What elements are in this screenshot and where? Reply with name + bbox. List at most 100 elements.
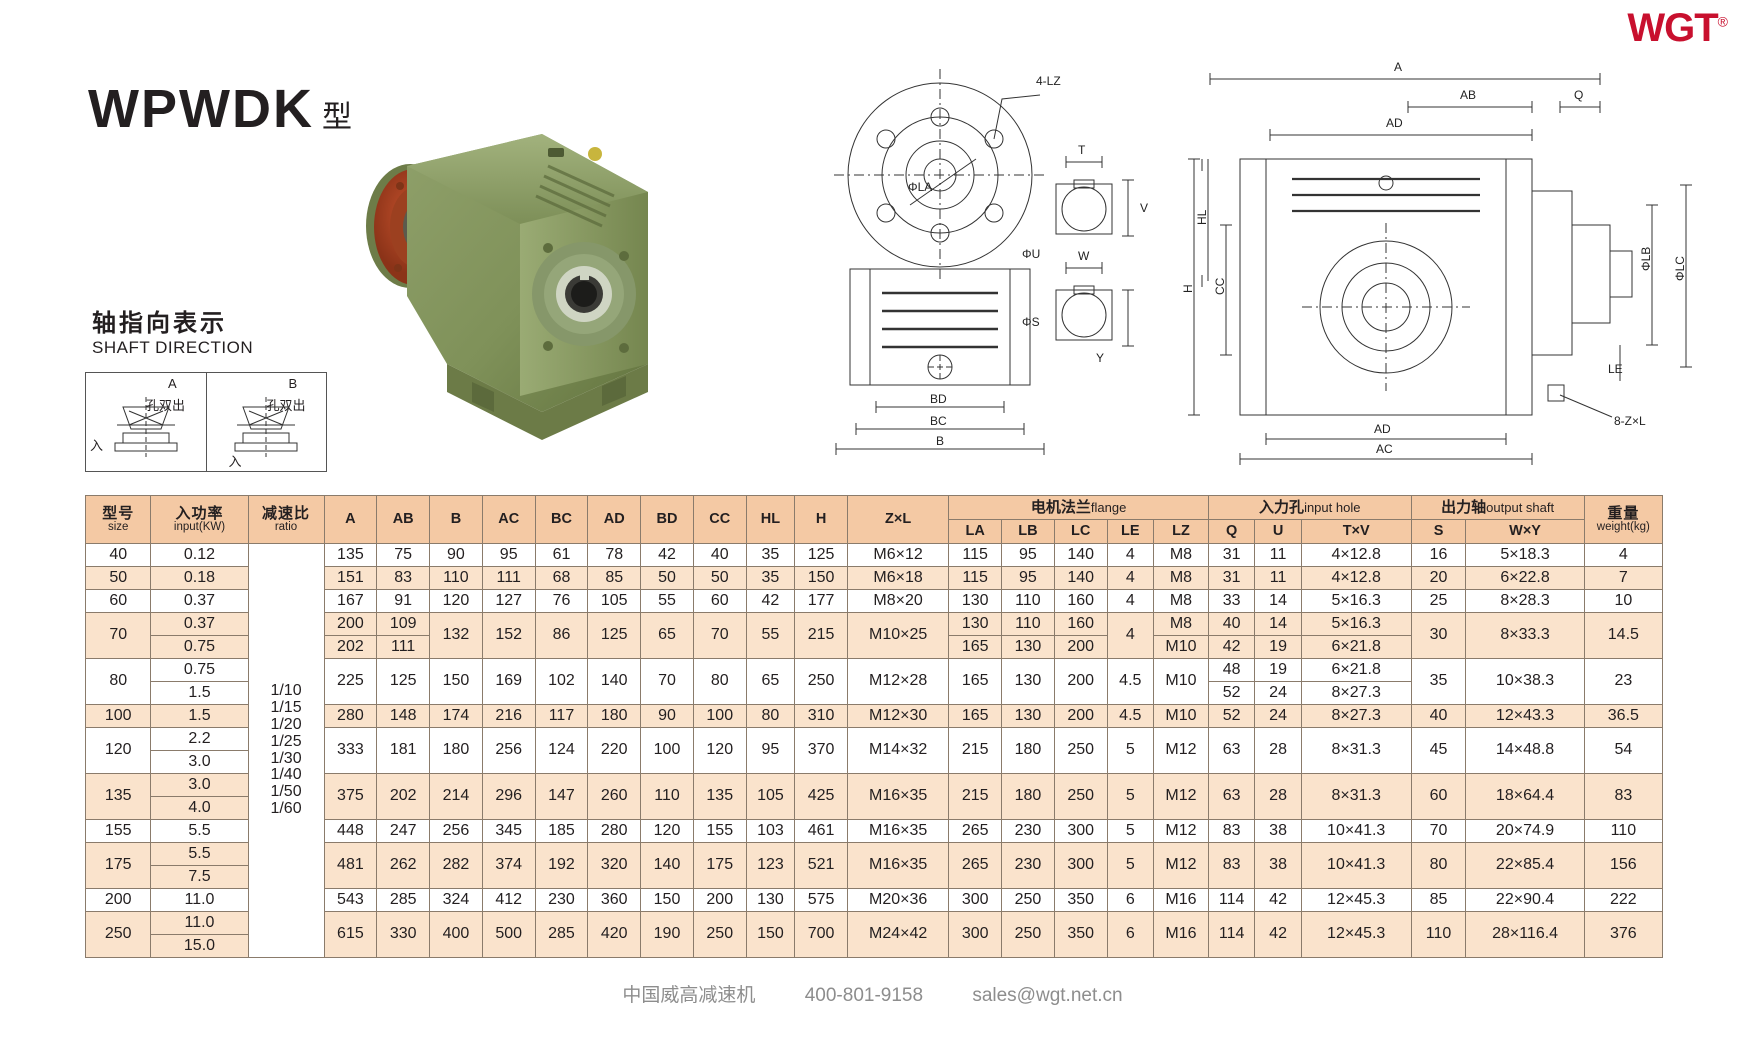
- th-output-shaft-group-cn: 出力轴: [1441, 498, 1487, 516]
- cell-H: 125: [794, 543, 848, 567]
- cell-LC: 350: [1053, 888, 1108, 912]
- cell-WxY: 12×43.3: [1465, 704, 1585, 728]
- cell-size: 50: [84, 566, 152, 590]
- cell-Q: 33: [1207, 589, 1256, 613]
- cell-LC: 300: [1053, 819, 1108, 843]
- cell-Q: 114: [1207, 911, 1256, 958]
- cell-weight: 156: [1583, 842, 1664, 889]
- cell-B: 256: [429, 819, 483, 843]
- cell-LC: 160: [1053, 589, 1108, 613]
- cell-TxV: 10×41.3: [1300, 842, 1412, 889]
- cell-AD: 280: [587, 819, 642, 843]
- cell-H: 310: [794, 704, 848, 728]
- cell-BD: 55: [640, 589, 694, 613]
- cell-HL: 35: [745, 543, 796, 567]
- th-B: B: [429, 495, 483, 544]
- cell-power: 0.75: [150, 635, 249, 659]
- cell-TxV: 8×31.3: [1300, 773, 1412, 820]
- cell-AD: 105: [587, 589, 642, 613]
- cell-S: 45: [1410, 727, 1467, 774]
- cell-TxV: 12×45.3: [1300, 888, 1412, 912]
- ratio-value: 1/10: [270, 682, 302, 700]
- cell-CC: 135: [692, 773, 747, 820]
- cell-B: 324: [429, 888, 483, 912]
- label-ad-bottom: AD: [1374, 422, 1391, 436]
- cell-size: 135: [84, 773, 152, 820]
- cell-LC: 200: [1053, 704, 1108, 728]
- ratio-value: 1/20: [270, 715, 302, 733]
- cell-U: 38: [1254, 842, 1302, 889]
- cell-Q: 114: [1207, 888, 1256, 912]
- cell-LA: 115: [948, 543, 1003, 567]
- cell-CC: 60: [692, 589, 747, 613]
- label-w: W: [1078, 249, 1090, 263]
- ratio-value: 1/40: [270, 766, 302, 784]
- gearbox-product-photo: [366, 134, 648, 440]
- cell-BC: 86: [534, 612, 589, 659]
- cell-AB: 75: [376, 543, 431, 567]
- cell-TxV: 5×16.3: [1300, 612, 1412, 636]
- cell-LA: 300: [948, 888, 1003, 912]
- cell-power: 11.0: [150, 911, 249, 935]
- logo-text: WGT: [1627, 6, 1718, 50]
- cell-B: 90: [429, 543, 483, 567]
- cell-power: 2.2: [150, 727, 249, 751]
- th-weight-en: weight(kg): [1596, 521, 1650, 534]
- cell-LZ: M10: [1153, 658, 1209, 705]
- cell-ZxL: M12×30: [846, 704, 950, 728]
- cell-TxV: 4×12.8: [1300, 566, 1412, 590]
- th-Q: Q: [1207, 519, 1256, 544]
- header-row-2: LA LB LC LE LZ Q U T×V S W×Y: [86, 519, 1663, 544]
- cell-LZ: M12: [1153, 819, 1209, 843]
- cell-U: 24: [1254, 681, 1302, 705]
- cell-LB: 230: [1001, 842, 1055, 889]
- header-row-1: 型号 size 入功率 input(KW) 减速比 ratio A AB B A…: [84, 495, 1664, 544]
- cell-B: 400: [429, 911, 483, 958]
- cell-BC: 124: [534, 727, 589, 774]
- cell-AD: 78: [587, 543, 642, 567]
- label-phi-lb: ΦLB: [1639, 247, 1653, 271]
- cell-AD: 140: [587, 658, 642, 705]
- th-LC: LC: [1053, 519, 1108, 544]
- table-header: 型号 size 入功率 input(KW) 减速比 ratio A AB B A…: [84, 495, 1664, 544]
- cell-Q: 63: [1207, 773, 1256, 820]
- cell-power: 0.75: [150, 658, 249, 682]
- cell-ZxL: M16×35: [846, 819, 950, 843]
- cell-BD: 110: [640, 773, 694, 820]
- cell-size: 80: [84, 658, 152, 705]
- label-t: T: [1078, 143, 1086, 157]
- cell-ZxL: M6×18: [846, 566, 950, 590]
- label-ac: AC: [1376, 442, 1393, 456]
- cell-LC: 140: [1053, 543, 1108, 567]
- cell-Q: 42: [1207, 635, 1256, 659]
- label-ad-top: AD: [1386, 116, 1403, 130]
- cell-A: 448: [323, 819, 378, 843]
- th-input-hole-group-en: input hole: [1304, 499, 1361, 515]
- label-phi-la: ΦLA: [908, 180, 932, 194]
- cell-A: 481: [323, 842, 378, 889]
- cell-LZ: M8: [1153, 589, 1209, 613]
- cell-CC: 50: [692, 566, 747, 590]
- cell-Q: 31: [1207, 566, 1256, 590]
- cell-H: 215: [794, 612, 848, 659]
- cell-AB: 247: [376, 819, 431, 843]
- cell-LC: 160: [1053, 612, 1108, 636]
- cell-size: 250: [84, 911, 152, 958]
- cell-LE: 5: [1106, 727, 1155, 774]
- cell-size: 40: [84, 543, 152, 567]
- cell-H: 521: [794, 842, 848, 889]
- th-size-en: size: [107, 521, 129, 534]
- wgt-logo: WGT®: [1627, 6, 1728, 50]
- cell-LB: 130: [1001, 658, 1055, 705]
- cell-LA: 300: [948, 911, 1003, 958]
- shaft-option-a-input: 入: [90, 438, 104, 453]
- th-BD: BD: [640, 495, 694, 544]
- cell-AC: 500: [481, 911, 536, 958]
- th-S: S: [1410, 519, 1467, 544]
- cell-LB: 130: [1001, 704, 1055, 728]
- cell-LZ: M8: [1153, 543, 1209, 567]
- th-input-power: 入功率 input(KW): [150, 495, 249, 544]
